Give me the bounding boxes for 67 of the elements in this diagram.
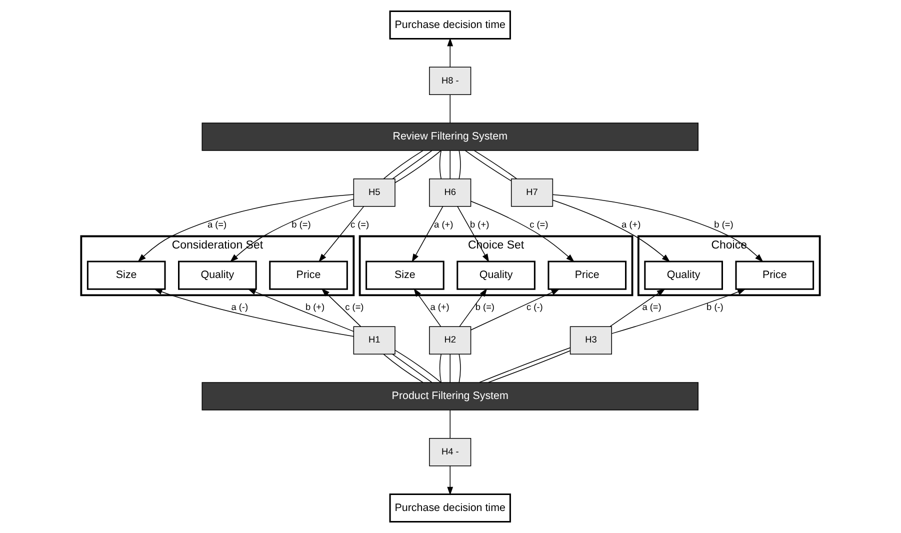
connector — [383, 150, 424, 180]
node-box: Quality — [644, 260, 723, 290]
arrow — [611, 288, 746, 334]
connector — [458, 150, 461, 180]
edge-label: b (=) — [292, 220, 311, 230]
node-box: H8 - — [429, 66, 472, 96]
arrow — [552, 200, 670, 262]
node-box: Price — [269, 260, 348, 290]
node-box: H2 — [429, 326, 472, 355]
node-box: Price — [735, 260, 814, 290]
arrow — [610, 288, 666, 327]
edge-label: b (=) — [475, 302, 495, 312]
connector — [474, 150, 518, 180]
edge-label: a (=) — [642, 302, 662, 312]
connector — [439, 354, 442, 383]
edge-label: c (=) — [345, 302, 364, 312]
connector — [392, 150, 432, 180]
edge-label: a (=) — [207, 220, 227, 230]
connector — [394, 350, 442, 383]
node-box: H7 — [510, 178, 554, 207]
node-box: Quality — [456, 260, 536, 290]
edge-label: c (-) — [526, 302, 543, 312]
node-box: Size — [366, 260, 444, 290]
connector — [439, 150, 442, 180]
node-box: H4 - — [429, 438, 472, 466]
arrow — [414, 288, 442, 327]
node-box: Purchase decision time — [389, 493, 511, 523]
arrow — [552, 194, 764, 262]
edge-label: a (+) — [434, 220, 454, 230]
arrow — [318, 206, 364, 262]
arrow — [154, 288, 354, 337]
arrow — [447, 38, 454, 68]
arrow — [138, 194, 354, 262]
node-box: H3 — [570, 326, 612, 355]
edge-label: b (-) — [706, 302, 724, 312]
arrow — [412, 206, 444, 262]
connector — [392, 354, 432, 383]
connector — [488, 350, 571, 383]
edge-label: a (+) — [622, 220, 641, 230]
node-box: H6 — [429, 178, 472, 207]
connector — [464, 150, 512, 182]
node-box: Size — [86, 260, 166, 290]
edge-label: b (+) — [470, 220, 490, 230]
edge-label: b (=) — [714, 220, 734, 230]
arrow — [230, 198, 354, 262]
edge-label: a (-) — [231, 302, 248, 312]
edge-label: a (+) — [430, 302, 450, 312]
connector — [394, 150, 442, 184]
connector — [383, 354, 424, 383]
node-box: H5 — [353, 178, 396, 207]
edge-label: b (+) — [305, 302, 325, 312]
arrow — [459, 288, 488, 327]
node-box: Review Filtering System — [202, 122, 698, 151]
node-box: Product Filtering System — [202, 382, 698, 410]
arrow — [470, 200, 575, 262]
arrow — [247, 288, 354, 332]
node-box: Quality — [178, 260, 257, 290]
node-box: H1 — [353, 326, 396, 355]
arrow — [447, 466, 454, 496]
arrow — [321, 288, 362, 327]
connector — [479, 347, 571, 383]
connector — [458, 354, 461, 383]
arrow — [470, 288, 560, 330]
edge-label: c (=) — [530, 220, 548, 230]
node-box: Purchase decision time — [389, 10, 511, 40]
edge-label: c (=) — [350, 220, 370, 230]
node-box: Price — [548, 260, 627, 290]
